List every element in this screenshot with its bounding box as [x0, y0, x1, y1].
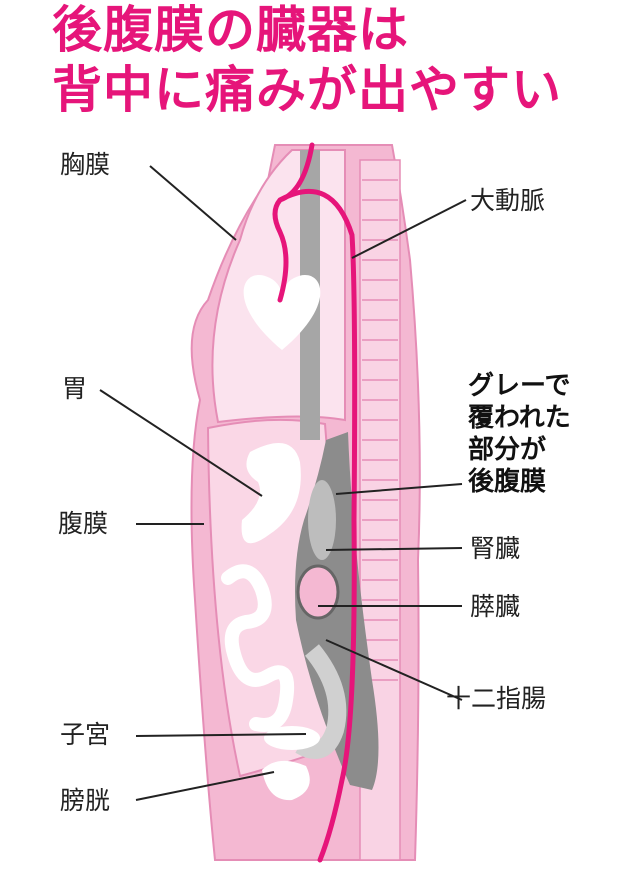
aorta-label: 大動脈	[470, 186, 546, 215]
pleura-label: 胸膜	[60, 150, 111, 179]
kidney	[308, 480, 336, 560]
pancreas	[296, 564, 340, 620]
bladder	[262, 760, 310, 801]
title-line-2: 背中に痛みが出やすい	[52, 61, 562, 119]
kidney-label: 腎臓	[470, 534, 521, 563]
bladder-label: 膀胱	[60, 786, 111, 815]
aorta	[272, 142, 358, 863]
note-line-2: 覆われた	[468, 403, 571, 433]
duodenum-label: 十二指腸	[446, 684, 547, 713]
title-line-1: 後腹膜の臓器は	[52, 1, 409, 59]
duodenum	[295, 644, 347, 759]
note-line-1: グレーで	[468, 371, 571, 401]
heart	[243, 274, 321, 350]
leader-lines	[99, 165, 467, 801]
note-line-3: 部分が	[468, 435, 547, 465]
pancreas-label: 膵臓	[470, 592, 521, 621]
uterus	[264, 726, 320, 750]
retroperitoneum-note: グレーで 覆われた 部分が 後腹膜	[468, 370, 571, 498]
stomach	[241, 443, 301, 544]
intestines	[221, 564, 295, 732]
stomach-label: 胃	[62, 374, 88, 403]
uterus-label: 子宮	[60, 720, 111, 749]
peritoneum-label: 腹膜	[58, 509, 109, 538]
note-line-4: 後腹膜	[468, 467, 547, 497]
